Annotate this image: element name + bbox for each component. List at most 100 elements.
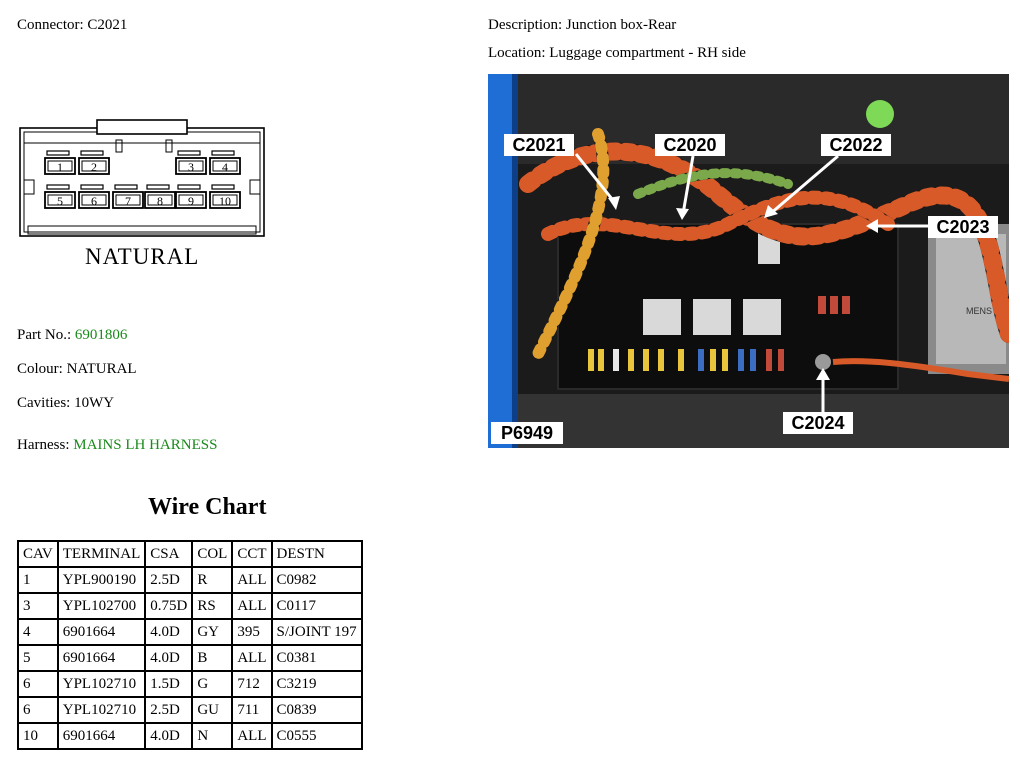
cavity-number: 3 — [188, 160, 194, 174]
cell-destn: C0839 — [270, 696, 363, 724]
cavity-10: 10 — [209, 184, 241, 209]
cell-col: G — [191, 670, 234, 698]
cell-csa: 4.0D — [144, 618, 194, 646]
cell-col: GU — [191, 696, 234, 724]
cavity-number: 7 — [125, 194, 131, 208]
colour-value: NATURAL — [66, 361, 137, 377]
svg-text:C2024: C2024 — [791, 413, 844, 433]
callout-c2021: C2021 — [504, 134, 574, 156]
cell-csa: 2.5D — [144, 696, 194, 724]
cell-cav: 4 — [17, 618, 59, 646]
harness-label: Harness: — [17, 437, 70, 453]
cell-csa: 0.75D — [144, 592, 194, 620]
cell-cct: ALL — [231, 566, 273, 594]
cell-cav: 10 — [17, 722, 59, 750]
cell-destn: C0117 — [270, 592, 363, 620]
connector-housing — [19, 127, 265, 237]
cavity-number: 10 — [219, 194, 231, 208]
module-brand-text: MENS — [966, 306, 992, 316]
cell-col: R — [191, 566, 234, 594]
colour-field: Colour: NATURAL — [17, 361, 137, 378]
description-label: Description: — [488, 17, 563, 33]
harness-link[interactable]: MAINS LH HARNESS — [73, 437, 218, 453]
connector-face-diagram: 1 2 3 4 5 6 7 8 9 10 NATURAL — [19, 119, 265, 269]
cell-destn: C0555 — [270, 722, 363, 750]
cavity-6: 6 — [78, 184, 110, 209]
cell-col: B — [191, 644, 234, 672]
callout-c2024: C2024 — [783, 412, 853, 434]
column-header-csa: CSA — [144, 540, 194, 568]
cell-terminal: 6901664 — [56, 644, 147, 672]
callout-c2023: C2023 — [928, 216, 998, 238]
part-number-link[interactable]: 6901806 — [74, 327, 128, 343]
cavity-number: 8 — [157, 194, 163, 208]
cell-cct: 711 — [231, 696, 273, 724]
cavity-number: 1 — [57, 160, 63, 174]
cavity-number: 9 — [188, 194, 194, 208]
column-header-col: COL — [191, 540, 234, 568]
connector-label: Connector: — [17, 17, 84, 33]
cavity-number: 2 — [91, 160, 97, 174]
cell-col: GY — [191, 618, 234, 646]
cavity-5: 5 — [44, 184, 76, 209]
cell-terminal: YPL102710 — [56, 696, 147, 724]
column-header-destn: DESTN — [270, 540, 363, 568]
svg-text:P6949: P6949 — [501, 423, 553, 443]
cell-col: N — [191, 722, 234, 750]
green-pad — [866, 100, 894, 128]
svg-text:C2022: C2022 — [829, 135, 882, 155]
column-header-terminal: TERMINAL — [56, 540, 147, 568]
location-value: Luggage compartment - RH side — [549, 45, 746, 61]
cavities-label: Cavities: — [17, 395, 71, 411]
svg-text:C2020: C2020 — [663, 135, 716, 155]
cell-csa: 1.5D — [144, 670, 194, 698]
connector-field: Connector: C2021 — [17, 17, 127, 34]
colour-label: Colour: — [17, 361, 63, 377]
cavity-4: 4 — [209, 150, 241, 175]
cavity-3: 3 — [175, 150, 207, 175]
column-header-cav: CAV — [17, 540, 59, 568]
callout-c2020: C2020 — [655, 134, 725, 156]
part-number-field: Part No.: 6901806 — [17, 327, 127, 344]
location-photo: MENS — [488, 74, 1009, 448]
cell-terminal: YPL900190 — [56, 566, 147, 594]
cell-terminal: 6901664 — [56, 722, 147, 750]
cell-cct: ALL — [231, 644, 273, 672]
cell-cct: 712 — [231, 670, 273, 698]
cell-cct: ALL — [231, 592, 273, 620]
cavity-9: 9 — [175, 184, 207, 209]
blue-frame — [488, 74, 512, 448]
cell-cav: 6 — [17, 670, 59, 698]
cavity-7: 7 — [112, 184, 144, 209]
part-number-label: Part No.: — [17, 327, 72, 343]
cell-terminal: YPL102710 — [56, 670, 147, 698]
description-value: Junction box-Rear — [565, 17, 677, 33]
connector-colour-label: NATURAL — [85, 244, 199, 269]
column-header-cct: CCT — [231, 540, 273, 568]
wire-chart-title: Wire Chart — [148, 494, 267, 520]
cell-destn: S/JOINT 197 — [270, 618, 363, 646]
svg-text:C2023: C2023 — [936, 217, 989, 237]
cavity-1: 1 — [44, 150, 76, 175]
cavity-8: 8 — [144, 184, 176, 209]
cell-csa: 4.0D — [144, 644, 194, 672]
cell-terminal: 6901664 — [56, 618, 147, 646]
callout-c2022: C2022 — [821, 134, 891, 156]
description-field: Description: Junction box-Rear — [488, 17, 676, 34]
cavity-number: 5 — [57, 194, 63, 208]
harness-field: Harness: MAINS LH HARNESS — [17, 437, 217, 454]
cell-cav: 6 — [17, 696, 59, 724]
svg-text:C2021: C2021 — [512, 135, 565, 155]
cavities-field: Cavities: 10WY — [17, 395, 114, 412]
cell-terminal: YPL102700 — [56, 592, 147, 620]
location-label: Location: — [488, 45, 546, 61]
cell-cav: 3 — [17, 592, 59, 620]
cell-cct: 395 — [231, 618, 273, 646]
